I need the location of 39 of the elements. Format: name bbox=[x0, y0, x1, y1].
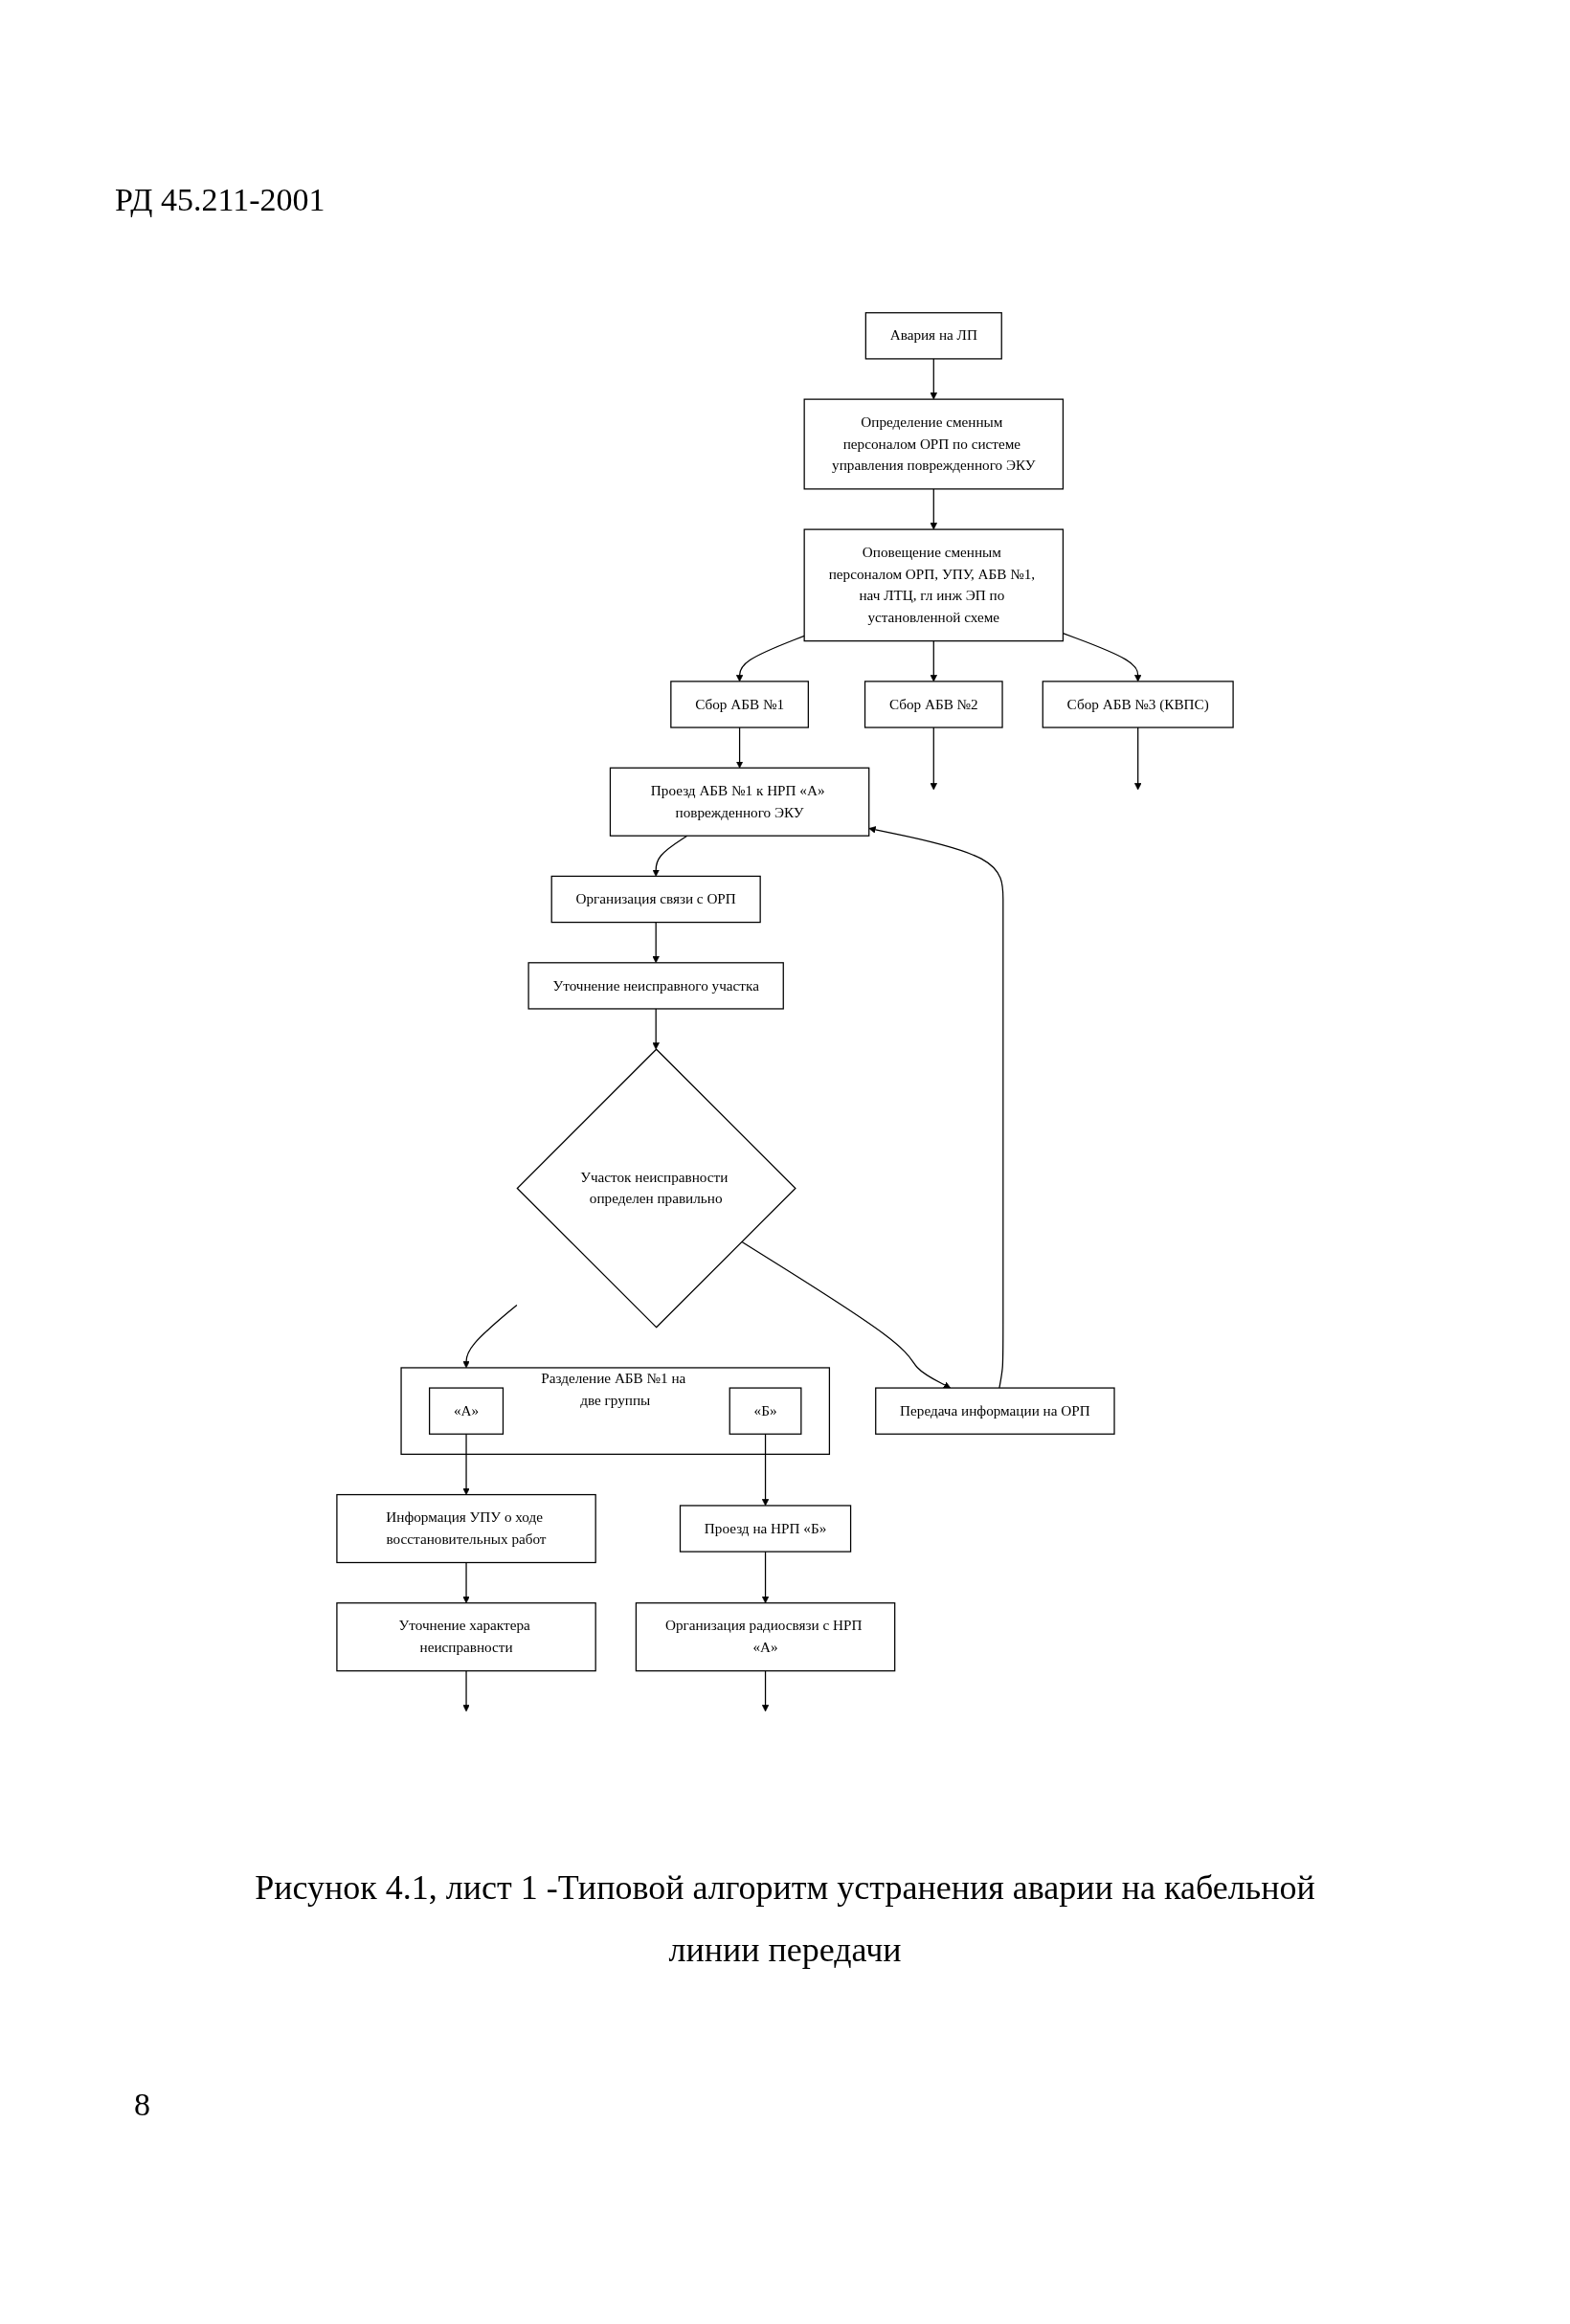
page-number: 8 bbox=[134, 2087, 150, 2123]
node-box: Организация связи с ОРП bbox=[550, 875, 761, 924]
node-box: Уточнение неисправного участка bbox=[527, 962, 784, 1010]
node-box: Передача информации на ОРП bbox=[875, 1387, 1115, 1435]
arrow bbox=[462, 1670, 470, 1712]
node-box: «А» bbox=[428, 1387, 505, 1435]
arrow bbox=[761, 1670, 770, 1712]
arrow bbox=[930, 640, 937, 682]
node-box: Уточнение характера неисправности bbox=[336, 1602, 596, 1672]
arrow bbox=[930, 726, 937, 791]
arrow bbox=[930, 358, 937, 400]
node-box: Сбор АБВ №1 bbox=[670, 681, 809, 728]
arrow bbox=[1133, 726, 1142, 791]
node-box: Сбор АБВ №3 (КВПС) bbox=[1042, 681, 1234, 728]
arrow bbox=[652, 921, 660, 964]
node-box: Определение сменным персоналом ОРП по системе управления поврежденного ЭКУ bbox=[803, 398, 1065, 490]
node-box: Оповещение сменным персоналом ОРП, УПУ, АБВ №1, нач ЛТЦ, гл инж ЭП по установленной схеме bbox=[803, 528, 1065, 642]
arrow bbox=[868, 826, 1004, 1389]
figure-caption: Рисунок 4.1, лист 1 -Типовой алгоритм устранения аварии на кабельной линии передачи bbox=[254, 1867, 1316, 1971]
arrow bbox=[761, 1433, 770, 1507]
node-box: Информация УПУ о ходе восстановительных работ bbox=[336, 1493, 596, 1564]
arrow bbox=[462, 1304, 518, 1369]
arrow bbox=[652, 1008, 660, 1050]
arrow bbox=[462, 1561, 470, 1604]
node-box: Проезд АБВ №1 к НРП «А» поврежденного ЭКУ bbox=[609, 767, 870, 837]
node-box: Сбор АБВ №2 bbox=[864, 681, 1003, 728]
arrow bbox=[735, 635, 805, 682]
arrow bbox=[930, 488, 937, 530]
arrow bbox=[462, 1433, 470, 1495]
arrow bbox=[652, 835, 688, 877]
arrow bbox=[761, 1551, 770, 1604]
document-code: РД 45.211-2001 bbox=[115, 182, 325, 218]
arrow bbox=[735, 726, 744, 769]
node-box: Организация радиосвязи с НРП «А» bbox=[635, 1602, 896, 1672]
node-box: «Б» bbox=[729, 1387, 802, 1435]
arrow bbox=[741, 1240, 952, 1389]
node-box: Проезд на НРП «Б» bbox=[679, 1505, 852, 1553]
node-box: Авария на ЛП bbox=[864, 312, 1002, 360]
node-diamond: Участок неисправности определен правильно bbox=[516, 1048, 796, 1329]
